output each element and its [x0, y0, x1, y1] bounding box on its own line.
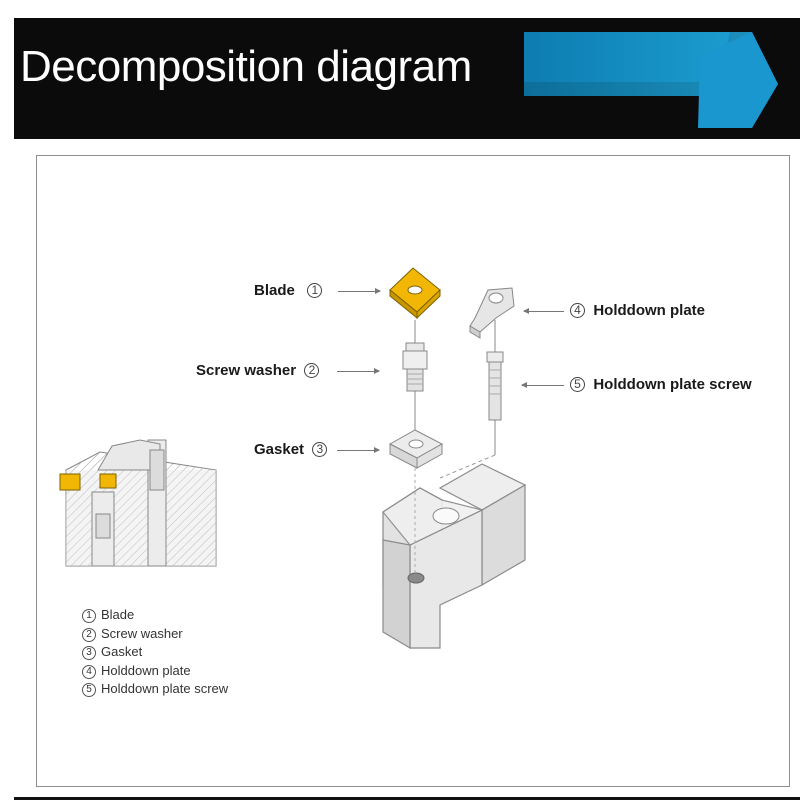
callout-label: Screw washer [196, 362, 297, 379]
callout-holddown-plate-screw: 5 Holddown plate screw [570, 376, 752, 393]
section-view-drawing [59, 439, 217, 567]
blade-part [389, 267, 441, 320]
callout-number: 3 [312, 442, 328, 457]
holddown-plate-screw-part [486, 351, 504, 421]
callout-number: 4 [570, 303, 585, 318]
callout-label: Blade [254, 282, 295, 299]
callout-label: Gasket [254, 441, 305, 458]
legend-number: 1 [82, 609, 96, 623]
bottom-rule [14, 797, 800, 800]
leader-line [338, 288, 381, 294]
callout-number: 1 [307, 283, 323, 298]
legend-item: 2 Screw washer [82, 626, 228, 645]
callout-label: Holddown plate screw [593, 376, 752, 393]
tool-holder-body [382, 463, 527, 650]
legend-label: Screw washer [101, 625, 183, 641]
legend-number: 3 [82, 646, 96, 660]
legend-item: 4 Holddown plate [82, 663, 228, 682]
leader-line [337, 368, 380, 374]
callout-holddown-plate: 4 Holddown plate [570, 302, 705, 319]
legend-item: 5 Holddown plate screw [82, 681, 228, 700]
callout-number: 5 [570, 377, 585, 392]
leader-line [337, 447, 380, 453]
page-title: Decomposition diagram [20, 42, 472, 91]
callout-number: 2 [304, 363, 320, 378]
callout-screw-washer: Screw washer 2 [196, 362, 320, 379]
legend-item: 3 Gasket [82, 644, 228, 663]
screw-washer-part [402, 342, 428, 392]
legend-label: Holddown plate screw [101, 681, 229, 696]
legend-label: Holddown plate [101, 662, 191, 678]
callout-label: Holddown plate [593, 302, 706, 319]
callout-gasket: Gasket 3 [254, 441, 328, 458]
legend-number: 4 [82, 664, 96, 679]
leader-line [521, 382, 564, 388]
holddown-plate-part [469, 287, 515, 339]
legend-number: 2 [82, 627, 96, 642]
header-accent-graphic [524, 32, 778, 128]
leader-line [523, 308, 564, 314]
legend-label: Blade [101, 607, 135, 622]
gasket-part [388, 429, 444, 469]
callout-blade: Blade 1 [254, 282, 323, 299]
legend-item: 1 Blade [82, 607, 228, 626]
legend-label: Gasket [101, 644, 143, 659]
legend-number: 5 [82, 683, 96, 697]
